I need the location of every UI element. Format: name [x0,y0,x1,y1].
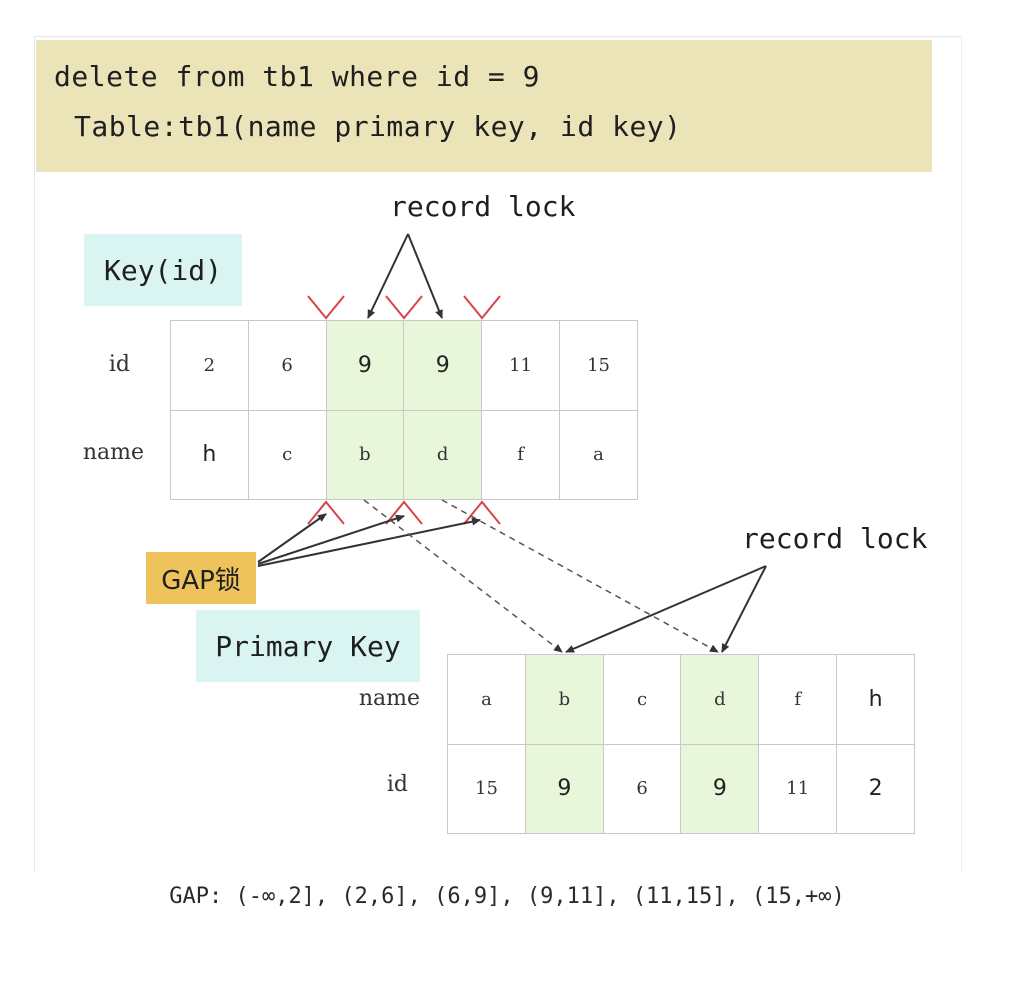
record-lock-label-top: record lock [390,190,576,223]
primary-key-tag: Primary Key [196,610,420,682]
table-cell-locked: d [403,409,483,500]
record-lock-label-bottom: record lock [742,522,928,555]
table-cell-locked: 9 [524,743,604,834]
key-index-tag: Key(id) [84,234,242,306]
key-index-table: 2 6 9 9 11 15 h c b d f a [170,320,638,500]
table-cell: c [602,654,682,745]
table-cell: 6 [602,743,682,834]
table-cell: 15 [559,320,638,411]
table-cell: 2 [836,743,915,834]
table-cell: 15 [447,743,526,834]
table-cell: h [836,654,915,745]
diagram-frame [34,36,962,873]
table-cell: 2 [170,320,249,411]
sql-banner: delete from tb1 where id = 9 Table:tb1(n… [36,40,932,172]
pk-row-label-name: name [358,686,420,711]
table-cell-locked: b [524,654,604,745]
gap-lock-tag: GAP锁 [146,552,256,604]
table-row: h c b d f a [170,409,638,500]
pk-row-label-id: id [386,772,408,797]
table-cell: a [559,409,638,500]
table-cell: f [758,654,838,745]
table-row: 2 6 9 9 11 15 [170,320,638,411]
table-cell: f [481,409,561,500]
table-cell: 6 [247,320,327,411]
table-cell-locked: b [325,409,405,500]
table-cell-locked: d [680,654,760,745]
table-cell: c [247,409,327,500]
table-cell: 11 [481,320,561,411]
key-row-label-id: id [108,352,130,377]
gap-ranges-caption: GAP: (-∞,2], (2,6], (6,9], (9,11], (11,1… [169,884,845,909]
table-cell: a [447,654,526,745]
table-cell: 11 [758,743,838,834]
table-description: Table:tb1(name primary key, id key) [74,110,682,143]
table-row: a b c d f h [447,654,915,745]
table-cell-locked: 9 [680,743,760,834]
sql-statement: delete from tb1 where id = 9 [54,60,541,93]
table-cell-locked: 9 [403,320,483,411]
key-row-label-name: name [82,440,144,465]
table-cell-locked: 9 [325,320,405,411]
primary-key-table: a b c d f h 15 9 6 9 11 2 [447,654,915,834]
table-cell: h [170,409,249,500]
table-row: 15 9 6 9 11 2 [447,743,915,834]
